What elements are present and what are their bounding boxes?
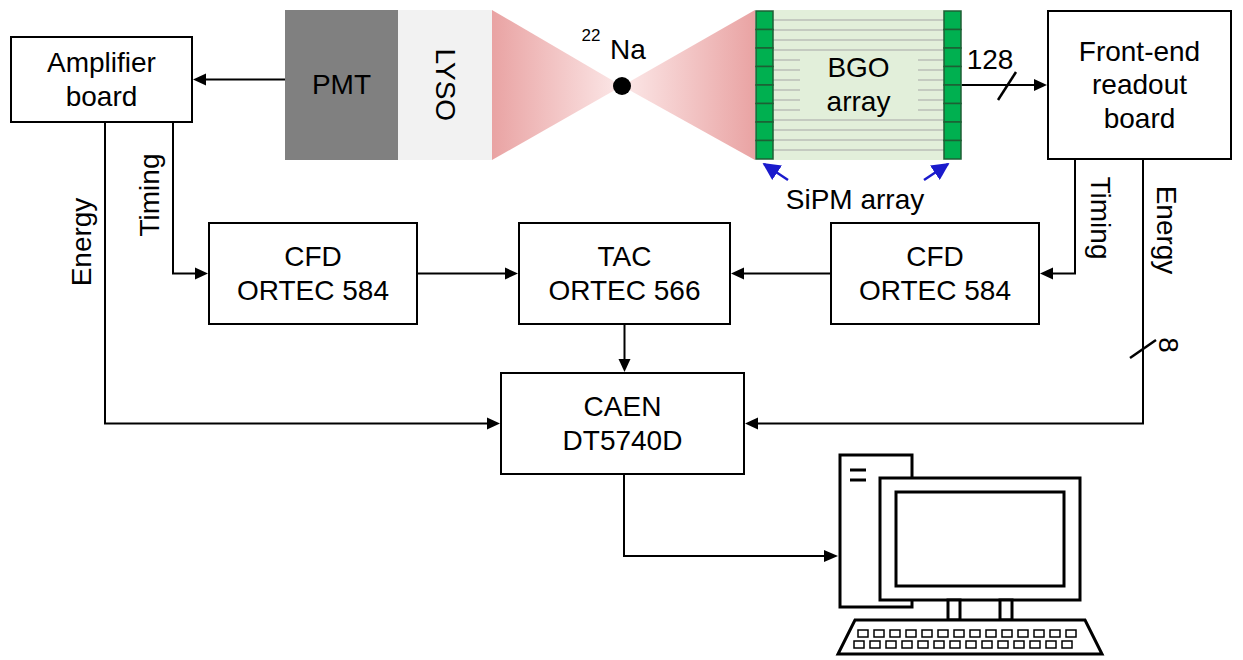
node-text: CFD ORTEC 584 — [234, 240, 392, 307]
text-wrap: Amplifier board — [27, 46, 177, 113]
text-wrap: TAC ORTEC 566 — [546, 240, 704, 307]
text-wrap: CFD ORTEC 584 — [856, 240, 1014, 307]
connector-line — [173, 123, 197, 274]
connector-line — [624, 325, 626, 361]
bus-slash — [1130, 340, 1156, 358]
text-wrap: LYSO — [428, 49, 462, 122]
node-text: CAEN DT5740D — [544, 390, 702, 457]
isotope-mass: 22 — [582, 26, 601, 46]
connector — [418, 268, 518, 280]
digitizer-box: CAEN DT5740D — [500, 372, 745, 475]
signal-label: Energy — [66, 198, 98, 287]
text-wrap: CAEN DT5740D — [544, 390, 702, 457]
signal-label: 128 — [967, 44, 1014, 76]
connector — [619, 325, 631, 372]
node-text: TAC ORTEC 566 — [546, 240, 704, 307]
cfd-box: CFD ORTEC 584 — [208, 222, 418, 325]
leader-arrow — [924, 164, 948, 180]
node-text: BGO array — [800, 51, 918, 118]
node-text: Amplifier board — [27, 46, 177, 113]
connector-line — [204, 79, 285, 81]
signal-label: Timing — [1084, 177, 1116, 260]
text-wrap: CFD ORTEC 584 — [234, 240, 392, 307]
connector-line — [418, 273, 507, 275]
computer-icon — [838, 455, 1102, 654]
node-text: CFD ORTEC 584 — [856, 240, 1014, 307]
pmt-block: PMT — [285, 10, 398, 160]
connector-line — [742, 273, 830, 275]
bus-width: 8 — [1152, 337, 1184, 353]
connector-line — [756, 160, 1143, 424]
connector — [105, 123, 500, 430]
part-label: SiPM array — [786, 184, 924, 216]
bgo-array: BGO array — [755, 10, 962, 160]
gamma-cone — [492, 10, 622, 160]
connector — [173, 123, 208, 280]
connector — [745, 160, 1143, 430]
data-wire — [624, 475, 826, 556]
connector-line — [1051, 160, 1075, 274]
cfd-box: CFD ORTEC 584 — [830, 222, 1040, 325]
signal-label: Energy — [1150, 186, 1182, 275]
tac-box: TAC ORTEC 566 — [518, 222, 731, 325]
isotope-name: Na — [610, 34, 646, 66]
bus-slash — [998, 72, 1016, 100]
readout-box: Front-end readout board — [1047, 10, 1232, 160]
connector — [193, 74, 285, 86]
lyso-crystal: LYSO — [398, 10, 492, 160]
text-wrap: Front-end readout board — [1065, 35, 1215, 136]
node-text: Front-end readout board — [1065, 35, 1215, 136]
source-dot — [613, 77, 631, 95]
keyboard-keys — [854, 630, 1076, 648]
arrow-head — [824, 550, 838, 562]
connector — [731, 268, 830, 280]
connector — [1040, 160, 1075, 280]
node-text: PMT — [312, 68, 371, 102]
amplifier-box: Amplifier board — [10, 36, 193, 123]
leader-arrow — [764, 164, 788, 180]
text-wrap: BGO array — [800, 51, 918, 118]
signal-label: Timing — [134, 154, 166, 237]
text-wrap: PMT — [312, 68, 371, 102]
gamma-cone — [622, 10, 755, 160]
node-text: LYSO — [428, 49, 462, 122]
connector-line — [962, 84, 1036, 86]
